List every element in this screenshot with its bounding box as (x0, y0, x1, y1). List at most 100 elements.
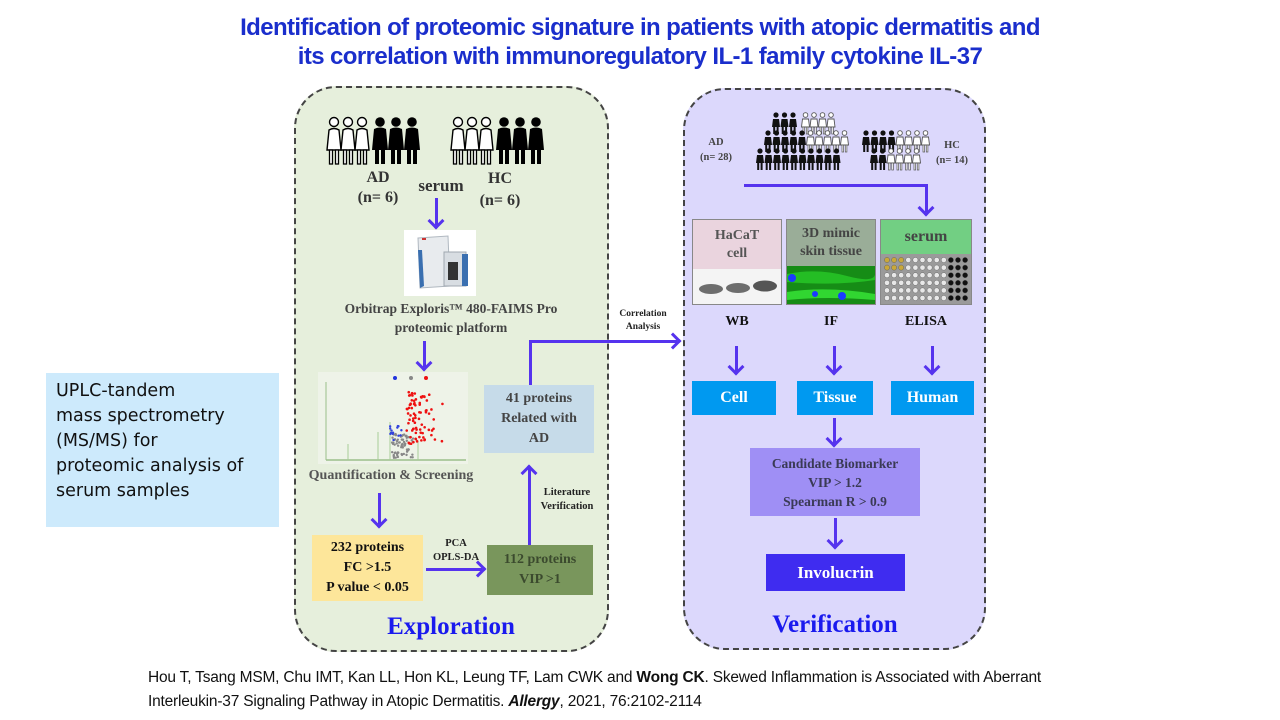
hc-cohort-count: (n= 14) (936, 155, 968, 166)
result-tissue: Tissue (797, 381, 873, 415)
ad-cohort-name: AD (708, 137, 724, 148)
correlation-line-1: Correlation (619, 309, 667, 319)
box-232-proteins: 232 proteins FC >1.5 P value < 0.05 (312, 535, 423, 601)
tissue-header: 3D mimic skin tissue (787, 220, 875, 266)
ad-group-people (326, 116, 420, 165)
method-wb: WB (725, 314, 749, 329)
hc-label: HC (488, 170, 512, 187)
exploration-label: Exploration (387, 613, 515, 640)
arrow-candidate-to-involucrin (834, 518, 837, 546)
instrument-label: Orbitrap Exploris™ 480-FAIMS Pro proteom… (296, 299, 606, 337)
literature-line-1: Literature (543, 487, 591, 498)
pca-line-1: PCA (445, 538, 467, 549)
box-41-line-2: Related with (501, 411, 577, 426)
box-232-line-1: 232 proteins (330, 540, 405, 555)
note-line: serum samples (56, 481, 190, 501)
arrowhead (664, 332, 682, 350)
tissue-header-line-1: 3D mimic (802, 226, 860, 241)
ad-cohort-label: AD (n= 28) (690, 135, 742, 165)
ad-label: AD (366, 169, 390, 186)
box-112-line-1: 112 proteins (503, 552, 577, 567)
arrow-quant-to-232 (378, 493, 381, 524)
note-line: UPLC-tandem (56, 381, 176, 401)
hacat-header-line-2: cell (726, 245, 748, 261)
western-blot-bands (693, 269, 781, 304)
box-112-proteins: 112 proteins VIP >1 (487, 545, 593, 595)
elisa-plate-image (881, 254, 971, 304)
hc-count: (n= 6) (479, 192, 521, 209)
hc-cohort-label: HC (n= 14) (926, 138, 978, 168)
candidate-line-2: VIP > 1.2 (808, 474, 862, 490)
citation-line-1: Hou T, Tsang MSM, Chu IMT, Kan LL, Hon K… (148, 666, 1041, 690)
connector-41-up (529, 340, 532, 385)
arrow-serum-to-instrument (435, 198, 438, 225)
volcano-points (388, 390, 444, 459)
hc-group-people (450, 116, 544, 165)
hacat-header: HaCaT cell (693, 220, 781, 269)
citation-corresponding-author: Wong CK (636, 669, 705, 686)
legend-up-marker (424, 376, 428, 380)
method-panel-3d-tissue: 3D mimic skin tissue (786, 219, 876, 305)
citation-journal: Allergy (508, 693, 560, 710)
diagram-title: Identification of proteomic signature in… (0, 13, 1280, 71)
pca-line-2: OPLS-DA (432, 552, 480, 563)
people-group-icons-exploration (326, 116, 544, 165)
title-line-1: Identification of proteomic signature in… (240, 14, 1040, 41)
pca-label: PCA OPLS-DA (426, 537, 486, 565)
result-human: Human (891, 381, 974, 415)
instrument-line-1: Orbitrap Exploris™ 480-FAIMS Pro (344, 301, 558, 316)
box-41-line-1: 41 proteins (505, 391, 573, 406)
method-elisa: ELISA (904, 314, 948, 329)
arrow-correlation (529, 340, 677, 343)
hacat-header-line-1: HaCaT (714, 227, 760, 243)
ad-cohort-count: (n= 28) (700, 152, 732, 163)
method-panel-serum: serum (880, 219, 972, 305)
ad-cohort-people (756, 112, 849, 170)
box-41-proteins: 41 proteins Related with AD (484, 385, 594, 453)
arrow-instrument-to-plot (423, 341, 426, 367)
citation: Hou T, Tsang MSM, Chu IMT, Kan LL, Hon K… (148, 666, 1041, 714)
legend-down-marker (393, 376, 397, 380)
arrow-cohort-to-serum (925, 184, 928, 212)
sample-label: serum (418, 176, 464, 195)
instrument-line-2: proteomic platform (394, 320, 508, 335)
correlation-label: Correlation Analysis (606, 308, 680, 334)
involucrin-box: Involucrin (766, 554, 905, 591)
citation-title-part1: . Skewed Inflammation is Associated with… (704, 669, 1042, 686)
box-112-line-2: VIP >1 (519, 572, 561, 587)
candidate-line-3: Spearman R > 0.9 (783, 493, 887, 509)
title-line-2: its correlation with immunoregulatory IL… (297, 43, 983, 70)
mass-spectrometer-image (404, 230, 476, 296)
ad-count: (n= 6) (357, 189, 399, 206)
arrow-elisa-to-human (931, 346, 934, 372)
arrow-wb-to-cell (735, 346, 738, 372)
method-if: IF (824, 314, 838, 329)
hc-group-label: HC (n= 6) (470, 168, 530, 212)
people-group-icons-verification (756, 112, 930, 171)
arrow-if-to-tissue (833, 346, 836, 372)
hc-cohort-people (862, 130, 930, 171)
citation-authors: Hou T, Tsang MSM, Chu IMT, Kan LL, Hon K… (148, 669, 637, 686)
citation-line-2: Interleukin-37 Signaling Pathway in Atop… (148, 690, 1041, 714)
note-line: (MS/MS) for (56, 431, 158, 451)
box-232-line-3: P value < 0.05 (326, 580, 409, 595)
volcano-plot-image (318, 372, 468, 464)
arrow-tissue-to-candidate (833, 418, 836, 444)
tissue-header-line-2: skin tissue (800, 244, 862, 259)
verification-label: Verification (772, 611, 898, 638)
ad-group-label: AD (n= 6) (348, 168, 408, 208)
literature-label: Literature Verification (534, 486, 600, 514)
method-note: UPLC-tandem mass spectrometry (MS/MS) fo… (46, 373, 279, 527)
quantification-label: Quantification & Screening (308, 468, 474, 483)
method-panel-hacat: HaCaT cell (692, 219, 782, 305)
candidate-line-1: Candidate Biomarker (771, 455, 899, 471)
box-232-line-2: FC >1.5 (343, 560, 392, 575)
note-line: proteomic analysis of (56, 456, 244, 476)
serum-header: serum (881, 220, 971, 254)
legend-none-marker (409, 376, 413, 380)
candidate-biomarker-box: Candidate Biomarker VIP > 1.2 Spearman R… (750, 448, 920, 516)
note-line: mass spectrometry (56, 406, 225, 426)
arrow-232-to-112 (426, 568, 482, 571)
immunofluorescence-image (787, 266, 876, 304)
connector-cohort (744, 184, 928, 187)
